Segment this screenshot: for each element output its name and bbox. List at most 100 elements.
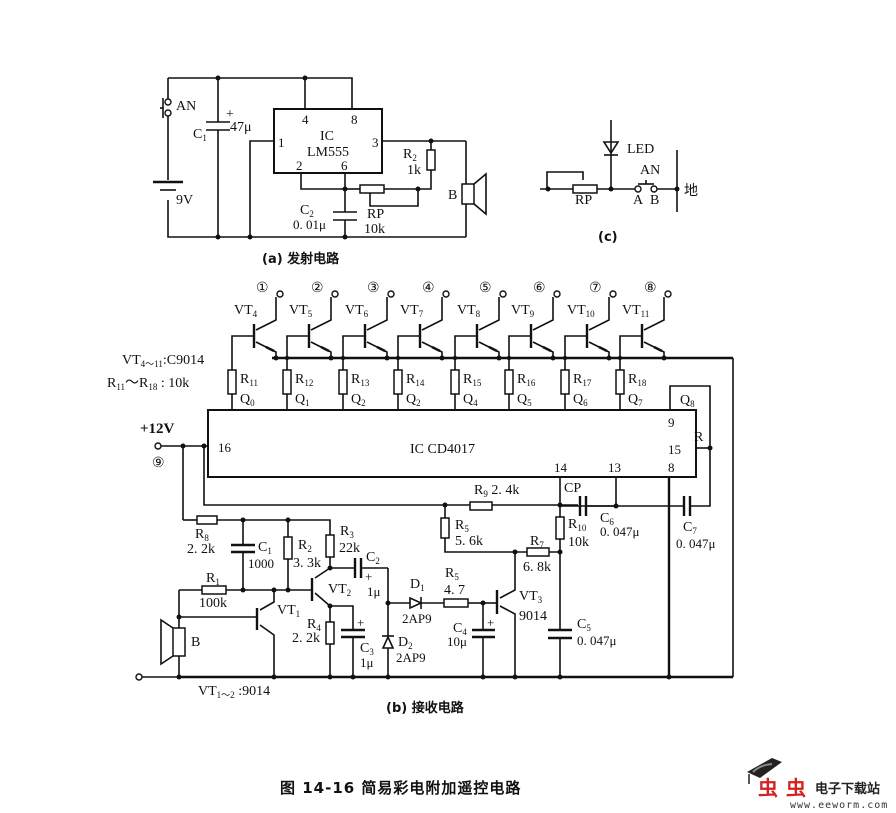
- q-output-label: Q4: [463, 392, 478, 408]
- r5b-value: 4. 7: [444, 583, 465, 598]
- d2-label: D2: [398, 635, 413, 651]
- capacitor-c7: [682, 496, 692, 516]
- resistor-r4: [325, 621, 335, 645]
- capacitor-c4: [472, 628, 495, 639]
- speaker-b-icon: [160, 618, 186, 666]
- r5a-label: R5: [455, 518, 469, 534]
- resistor-label: R11: [240, 372, 258, 388]
- ic-label: IC CD4017: [410, 442, 475, 457]
- output-stage: ②VT5R12Q12: [282, 281, 339, 430]
- led-label: LED: [627, 142, 654, 157]
- r2-value: 1k: [407, 163, 421, 178]
- graduation-cap-icon: [747, 758, 782, 784]
- r2-label: R2: [298, 538, 312, 554]
- d1-label: D1: [410, 577, 425, 593]
- supply-label: +12V: [140, 421, 175, 437]
- c4-value: 10μ: [447, 634, 467, 649]
- r10-label: R10: [568, 517, 587, 533]
- resistor-r5-5k6: [440, 517, 450, 539]
- figure-title: 图 14-16 简易彩电附加遥控电路: [280, 779, 521, 797]
- terminal-b: B: [650, 193, 659, 208]
- logo-text: 电子下载站: [815, 781, 880, 797]
- output-number: ⑥: [533, 281, 546, 296]
- c6-label: C6: [600, 511, 614, 527]
- svg-text:虫: 虫: [786, 776, 806, 800]
- d1-value: 2AP9: [402, 611, 432, 626]
- output-number: ⑧: [644, 281, 657, 296]
- battery-9v: [153, 180, 183, 191]
- c5-label: C5: [577, 617, 591, 633]
- ic-part: LM555: [307, 145, 349, 160]
- transistor-label: VT7: [400, 303, 424, 319]
- r1-value: 100k: [199, 596, 227, 611]
- rp-label: RP: [575, 193, 592, 208]
- transistor-label: VT11: [622, 303, 649, 319]
- r8-label: R8: [195, 527, 209, 543]
- resistor-r1: [201, 585, 227, 595]
- battery-label: 9V: [176, 193, 193, 208]
- q-output-label: Q2: [351, 392, 366, 408]
- q-output-label: Q0: [240, 392, 255, 408]
- resistor-r2: [283, 536, 293, 560]
- c2-label: C2: [366, 550, 380, 566]
- logo-url: www.eeworm.com: [790, 800, 888, 811]
- c2-value: 0. 01μ: [293, 217, 326, 232]
- supply-terminal: [154, 442, 162, 450]
- r10-value: 10k: [568, 535, 589, 550]
- output-terminal: [664, 290, 672, 298]
- resistor-label: R15: [463, 372, 482, 388]
- potentiometer-rp: [572, 184, 598, 194]
- diode-d1: [409, 596, 423, 610]
- resistor-r9: [469, 501, 493, 511]
- capacitor-c1: [231, 543, 255, 554]
- pin-label: 4: [302, 112, 309, 127]
- capacitor-c5: [548, 628, 572, 640]
- polarity-mark: +: [365, 569, 372, 584]
- output-number: ②: [311, 281, 324, 296]
- resistor-r8: [196, 515, 218, 525]
- pin-label: 15: [668, 442, 681, 457]
- resistor-label: R13: [351, 372, 370, 388]
- circuit-a-transmitter: AN 9V + 47μ C1 4 8 1 3 2 6 IC LM555 C: [153, 75, 487, 267]
- rp-label: RP: [367, 207, 384, 222]
- polarity-mark: +: [487, 615, 494, 630]
- output-number: ④: [422, 281, 435, 296]
- switch-label: AN: [640, 163, 660, 178]
- resistor-label: R16: [517, 372, 536, 388]
- svg-text:虫: 虫: [758, 776, 778, 800]
- transistor-label: VT4: [234, 303, 258, 319]
- pin-label: 8: [351, 112, 358, 127]
- output-stage: ⑦VT10R17Q65: [560, 281, 617, 430]
- pin-label: 14: [554, 460, 568, 475]
- caption-c: (c): [598, 230, 618, 245]
- output-driver-row: ①VT4R11Q03②VT5R12Q12③VT6R13Q24④VT7R14Q27…: [227, 281, 672, 430]
- ic-label: IC: [320, 129, 334, 144]
- q-output-label: Q2: [406, 392, 421, 408]
- ic-lm555: [273, 108, 383, 174]
- ground-label: 地: [684, 183, 698, 199]
- c3-label: C3: [360, 641, 374, 657]
- transistor-label: VT9: [511, 303, 535, 319]
- r4-value: 2. 2k: [292, 631, 320, 646]
- r3-value: 22k: [339, 541, 360, 556]
- vt2-label: VT2: [328, 582, 351, 598]
- output-stage: ⑥VT9R16Q51: [504, 281, 561, 430]
- transistor-note: VT4～11:C9014: [122, 353, 204, 369]
- resistor: [282, 369, 292, 395]
- caption-b: (b) 接收电路: [386, 700, 465, 716]
- switch-label: AN: [176, 99, 196, 114]
- pin-label: 1: [278, 135, 285, 150]
- output-stage: ⑧VT11R18Q76: [615, 281, 672, 430]
- circuit-c: LED AN RP A B 地 (c): [540, 120, 698, 245]
- c6-value: 0. 047μ: [600, 524, 640, 539]
- r9-label: R9 2. 4k: [474, 483, 519, 499]
- capacitor-c2: [333, 211, 357, 221]
- r2-value: 3. 3k: [293, 556, 321, 571]
- output-terminal: [553, 290, 561, 298]
- output-terminal: [609, 290, 617, 298]
- resistor-note: R11～R18 : 10k: [107, 376, 189, 392]
- rp-value: 10k: [364, 222, 385, 237]
- transistor-label: VT10: [567, 303, 595, 319]
